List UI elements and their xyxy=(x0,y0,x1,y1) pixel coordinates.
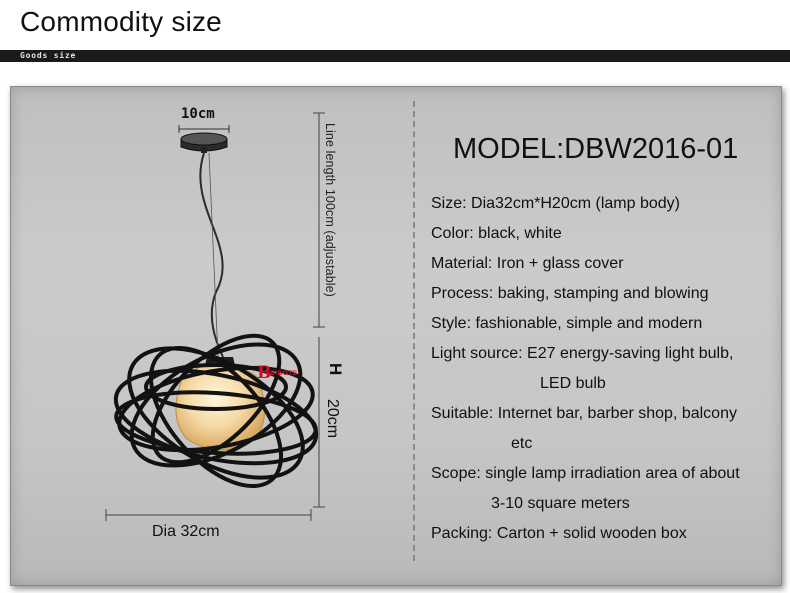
height-letter-label: H xyxy=(326,363,345,376)
spec-size: Size: Dia32cm*H20cm (lamp body) xyxy=(431,195,680,212)
section-band-label: Goods size xyxy=(20,51,77,60)
spec-light-source-cont: LED bulb xyxy=(540,375,606,392)
spec-style: Style: fashionable, simple and modern xyxy=(431,315,703,332)
spec-color: Color: black, white xyxy=(431,225,562,242)
height-value-label: 20cm xyxy=(324,399,341,439)
pendant-lamp-illustration xyxy=(105,112,325,521)
suspension-cable xyxy=(199,152,224,358)
spec-light-source: Light source: E27 energy-saving light bu… xyxy=(431,345,734,362)
spec-scope-cont: 3-10 square meters xyxy=(491,495,630,512)
model-number: MODEL:DBW2016-01 xyxy=(453,133,739,165)
spec-material: Material: Iron + glass cover xyxy=(431,255,624,272)
spec-packing: Packing: Carton + solid wooden box xyxy=(431,525,687,542)
spec-scope: Scope: single lamp irradiation area of a… xyxy=(431,465,740,482)
brand-logo-letter: B xyxy=(257,363,272,383)
brand-logo-text: BIBOTE xyxy=(270,370,298,377)
spec-list: Size: Dia32cm*H20cm (lamp body) Color: b… xyxy=(431,193,781,553)
canopy-width-label: 10cm xyxy=(181,106,215,122)
brand-logo: B BIBOTE xyxy=(257,363,297,383)
line-length-label: Line length 100cm (adjustable) xyxy=(323,123,337,297)
spec-process: Process: baking, stamping and blowing xyxy=(431,285,709,302)
section-band: Goods size xyxy=(0,50,790,62)
panel-divider xyxy=(413,101,415,561)
wire-cage xyxy=(113,333,319,489)
spec-suitable-cont: etc xyxy=(511,435,533,452)
page-title: Commodity size xyxy=(20,6,222,37)
spec-suitable: Suitable: Internet bar, barber shop, bal… xyxy=(431,405,737,422)
product-panel: 10cm Line length 100cm (adjustable) H 20… xyxy=(10,86,782,586)
diameter-label: Dia 32cm xyxy=(152,523,220,540)
